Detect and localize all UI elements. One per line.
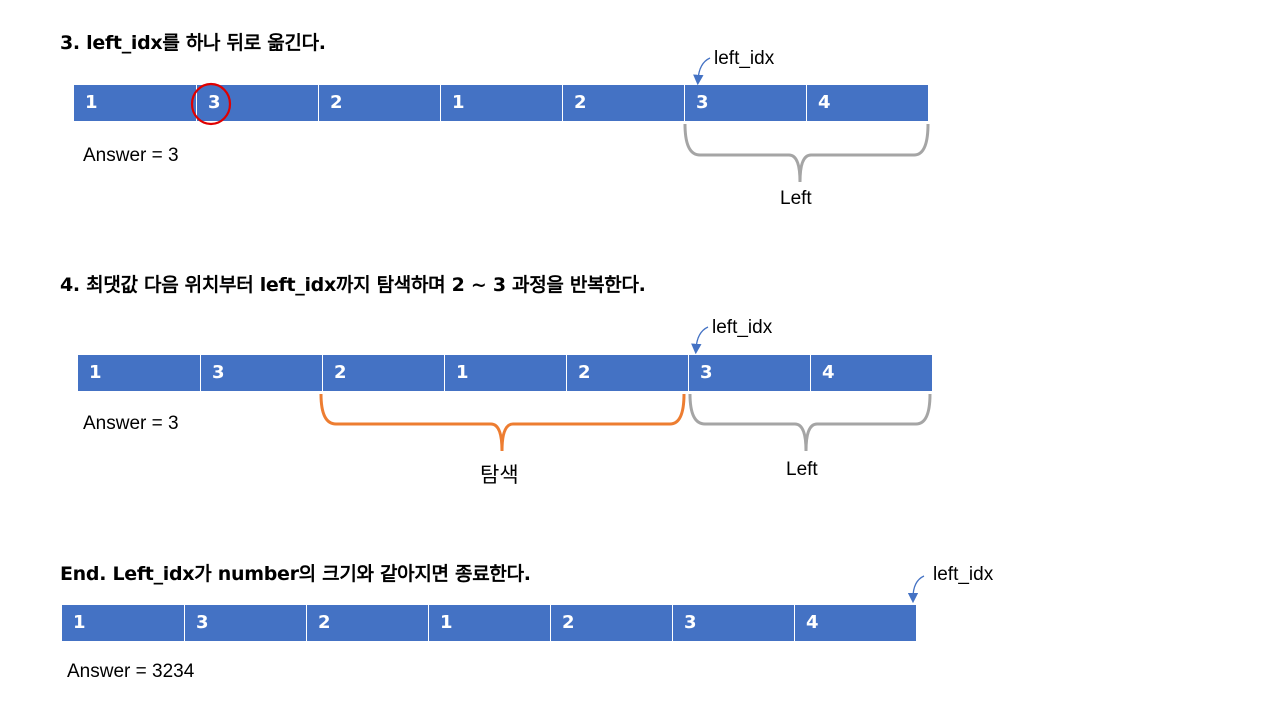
search-brace — [319, 393, 686, 452]
array-cell: 1 — [78, 355, 200, 391]
pointer-arrow-icon — [907, 575, 925, 604]
section4-array: 1 3 2 1 2 3 4 — [78, 355, 932, 391]
array-cell: 3 — [684, 85, 806, 121]
array-cell: 2 — [318, 85, 440, 121]
array-cell: 4 — [810, 355, 932, 391]
array-cell: 1 — [428, 605, 550, 641]
section4-search-label: 탐색 — [480, 463, 519, 487]
array-cell: 3 — [688, 355, 810, 391]
array-cell: 2 — [550, 605, 672, 641]
array-cell: 2 — [566, 355, 688, 391]
array-cell: 2 — [322, 355, 444, 391]
array-cell: 3 — [672, 605, 794, 641]
section3-answer: Answer = 3 — [83, 145, 179, 166]
array-cell: 4 — [806, 85, 928, 121]
array-cell: 2 — [306, 605, 428, 641]
array-cell: 3 — [196, 85, 318, 121]
array-cell: 1 — [62, 605, 184, 641]
section3-array: 1 3 2 1 2 3 4 — [74, 85, 928, 121]
section-end-heading: End. Left_idx가 number의 크기와 같아지면 종료한다. — [60, 563, 531, 585]
array-cell: 4 — [794, 605, 916, 641]
section3-heading: 3. left_idx를 하나 뒤로 옮긴다. — [60, 32, 326, 54]
array-cell: 1 — [444, 355, 566, 391]
section4-pointer-label: left_idx — [712, 317, 773, 338]
array-cell: 3 — [200, 355, 322, 391]
section4-answer: Answer = 3 — [83, 413, 179, 434]
section3-left-label: Left — [780, 188, 812, 209]
section3-pointer-label: left_idx — [714, 48, 775, 69]
left-brace — [688, 393, 932, 452]
section-end-answer: Answer = 3234 — [67, 661, 195, 682]
section-end-array: 1 3 2 1 2 3 4 — [62, 605, 916, 641]
pointer-arrow-icon — [693, 57, 711, 86]
section-end-pointer-label: left_idx — [933, 564, 994, 585]
array-cell: 3 — [184, 605, 306, 641]
array-cell: 2 — [562, 85, 684, 121]
left-brace — [683, 123, 930, 183]
section4-heading: 4. 최댓값 다음 위치부터 left_idx까지 탐색하며 2 ~ 3 과정을… — [60, 274, 646, 296]
pointer-arrow-icon — [691, 326, 709, 355]
array-cell: 1 — [74, 85, 196, 121]
array-cell: 1 — [440, 85, 562, 121]
section4-left-label: Left — [786, 459, 818, 480]
